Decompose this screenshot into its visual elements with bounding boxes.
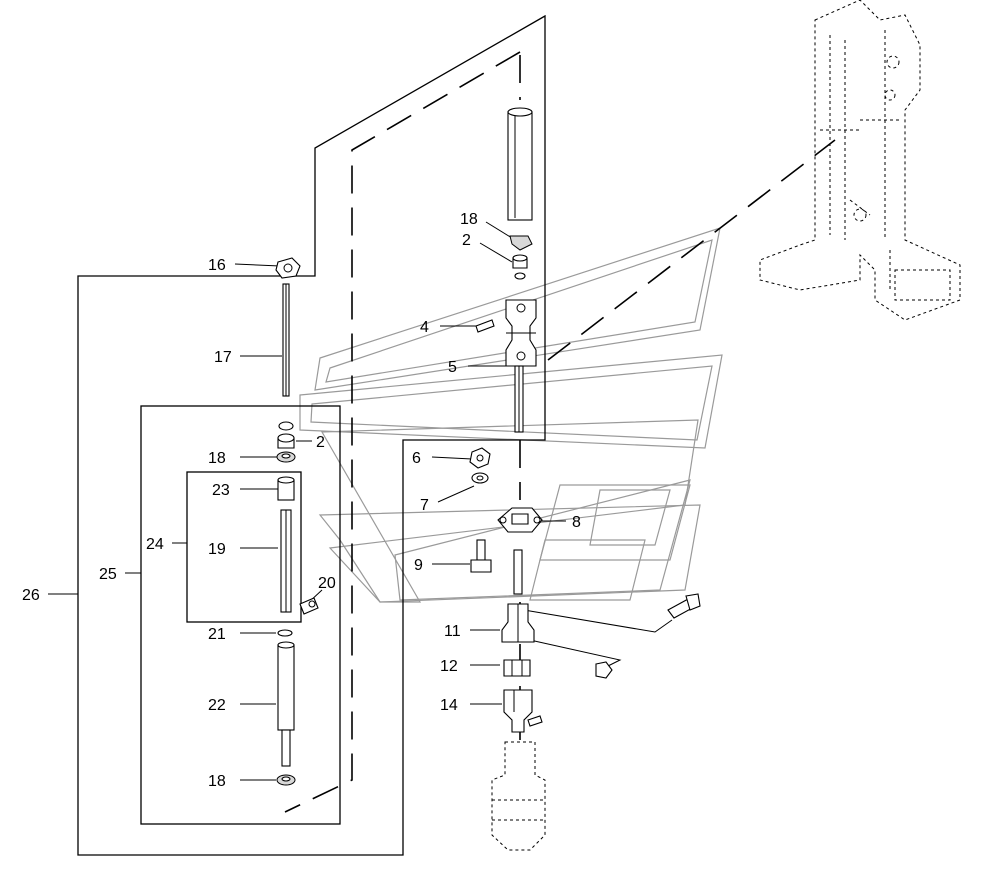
ring-small bbox=[514, 272, 526, 280]
washer-7 bbox=[471, 472, 489, 484]
callout-24: 24 bbox=[146, 536, 164, 553]
callout-25: 25 bbox=[99, 566, 117, 583]
callout-8: 8 bbox=[572, 514, 581, 531]
motor-ghost bbox=[491, 741, 546, 851]
shaft-19 bbox=[280, 509, 292, 613]
bolt-right bbox=[667, 593, 701, 619]
ring-21 bbox=[277, 629, 293, 637]
callout-19: 19 bbox=[208, 541, 226, 558]
frame-24 bbox=[186, 471, 302, 623]
callout-23: 23 bbox=[212, 482, 230, 499]
callout-20: 20 bbox=[318, 575, 336, 592]
callout-21: 21 bbox=[208, 626, 226, 643]
callout-4: 4 bbox=[420, 319, 429, 336]
callout-26: 26 bbox=[22, 587, 40, 604]
leader-lines bbox=[48, 221, 673, 781]
nut-6 bbox=[469, 447, 491, 469]
watermark-logo bbox=[299, 227, 723, 603]
callout-7: 7 bbox=[420, 497, 429, 514]
frame-26 bbox=[77, 14, 546, 856]
callout-5: 5 bbox=[448, 359, 457, 376]
shaft-22 bbox=[277, 641, 295, 767]
callout-16: 16 bbox=[208, 257, 226, 274]
callout-2-right: 2 bbox=[462, 232, 471, 249]
ring bbox=[278, 421, 294, 431]
yoke-11 bbox=[501, 603, 535, 643]
clip-12 bbox=[503, 659, 531, 677]
callout-14: 14 bbox=[440, 697, 458, 714]
rod-17 bbox=[282, 283, 290, 397]
washer-18-right bbox=[509, 235, 533, 251]
callout-9: 9 bbox=[414, 557, 423, 574]
machine-frame-ghost bbox=[759, 0, 961, 321]
bushing-2-left bbox=[277, 433, 295, 449]
callout-11: 11 bbox=[444, 623, 461, 640]
bushing-2-right bbox=[512, 254, 528, 269]
callout-2-left: 2 bbox=[316, 434, 325, 451]
callout-12: 12 bbox=[440, 658, 458, 675]
linkage-dash bbox=[547, 139, 836, 361]
callout-labels: 16 17 2 18 23 24 19 25 20 26 21 22 18 18… bbox=[22, 211, 581, 790]
callout-18-right: 18 bbox=[460, 211, 478, 228]
pin-4 bbox=[475, 319, 495, 333]
shaft-mid bbox=[513, 549, 523, 595]
callout-18-bottom: 18 bbox=[208, 773, 226, 790]
callout-6: 6 bbox=[412, 450, 421, 467]
callout-18-left: 18 bbox=[208, 450, 226, 467]
washer-18-left bbox=[276, 451, 296, 463]
coupling-14 bbox=[503, 689, 543, 733]
universal-joint-5 bbox=[505, 299, 537, 367]
bolt-9 bbox=[470, 539, 492, 573]
nut-16 bbox=[275, 257, 301, 279]
flange-plate-8 bbox=[497, 507, 543, 533]
pin-20 bbox=[299, 597, 319, 615]
nut-right bbox=[595, 661, 613, 679]
shaft-lower bbox=[514, 365, 524, 433]
frame-25 bbox=[140, 405, 341, 825]
tube-top bbox=[507, 107, 533, 221]
washer-18-bottom bbox=[276, 774, 296, 786]
callout-22: 22 bbox=[208, 697, 226, 714]
callout-17: 17 bbox=[214, 349, 232, 366]
assembly-path bbox=[284, 51, 521, 813]
sleeve-23 bbox=[277, 476, 295, 501]
